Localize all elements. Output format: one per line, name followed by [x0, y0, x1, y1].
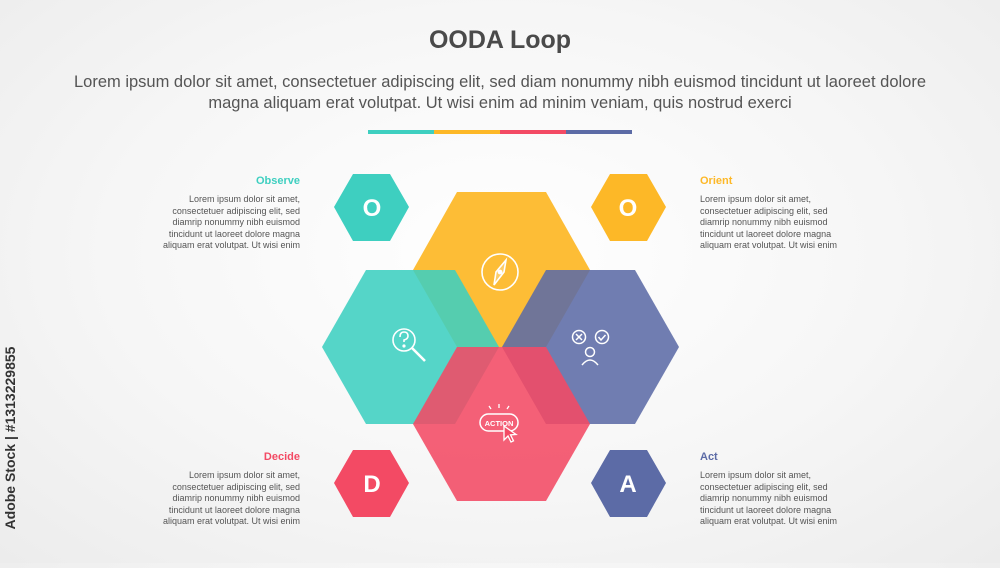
stock-id-tag: Adobe Stock | #1313229855: [2, 346, 18, 530]
act-badge-hexagon: [591, 450, 666, 517]
decide-label: Decide: [263, 451, 300, 463]
observe-description: Lorem ipsum dolor sit amet, consectetuer…: [162, 194, 300, 250]
act-label: Act: [700, 451, 718, 463]
divider-orient: [434, 130, 500, 134]
question-magnifier-icon: [392, 328, 426, 362]
act-badge-letter: A: [619, 471, 636, 498]
orient-label: Orient: [700, 175, 733, 187]
color-divider: [368, 130, 632, 134]
divider-decide: [500, 130, 566, 134]
page-subtitle: Lorem ipsum dolor sit amet, consectetuer…: [73, 73, 927, 112]
divider-act: [566, 130, 632, 134]
act-description: Lorem ipsum dolor sit amet, consectetuer…: [700, 470, 838, 526]
observe-badge-letter: O: [363, 195, 382, 222]
page-title: OODA Loop: [428, 26, 572, 54]
decide-description: Lorem ipsum dolor sit amet, consectetuer…: [162, 470, 300, 526]
action-button-cursor-icon: ACTION: [479, 404, 519, 443]
decide-badge-hexagon: [334, 450, 409, 517]
decide-hexagon: [413, 347, 590, 501]
action-button-text: ACTION: [485, 419, 514, 428]
orient-badge-hexagon: [591, 174, 666, 241]
orient-badge-letter: O: [619, 195, 638, 222]
divider-observe: [368, 130, 434, 134]
decision-person-icon: [571, 329, 610, 366]
decide-badge-letter: D: [363, 471, 380, 498]
orient-description: Lorem ipsum dolor sit amet, consectetuer…: [700, 194, 838, 250]
observe-label: Observe: [255, 175, 300, 187]
compass-icon: [481, 253, 519, 291]
observe-badge-hexagon: [334, 174, 409, 241]
